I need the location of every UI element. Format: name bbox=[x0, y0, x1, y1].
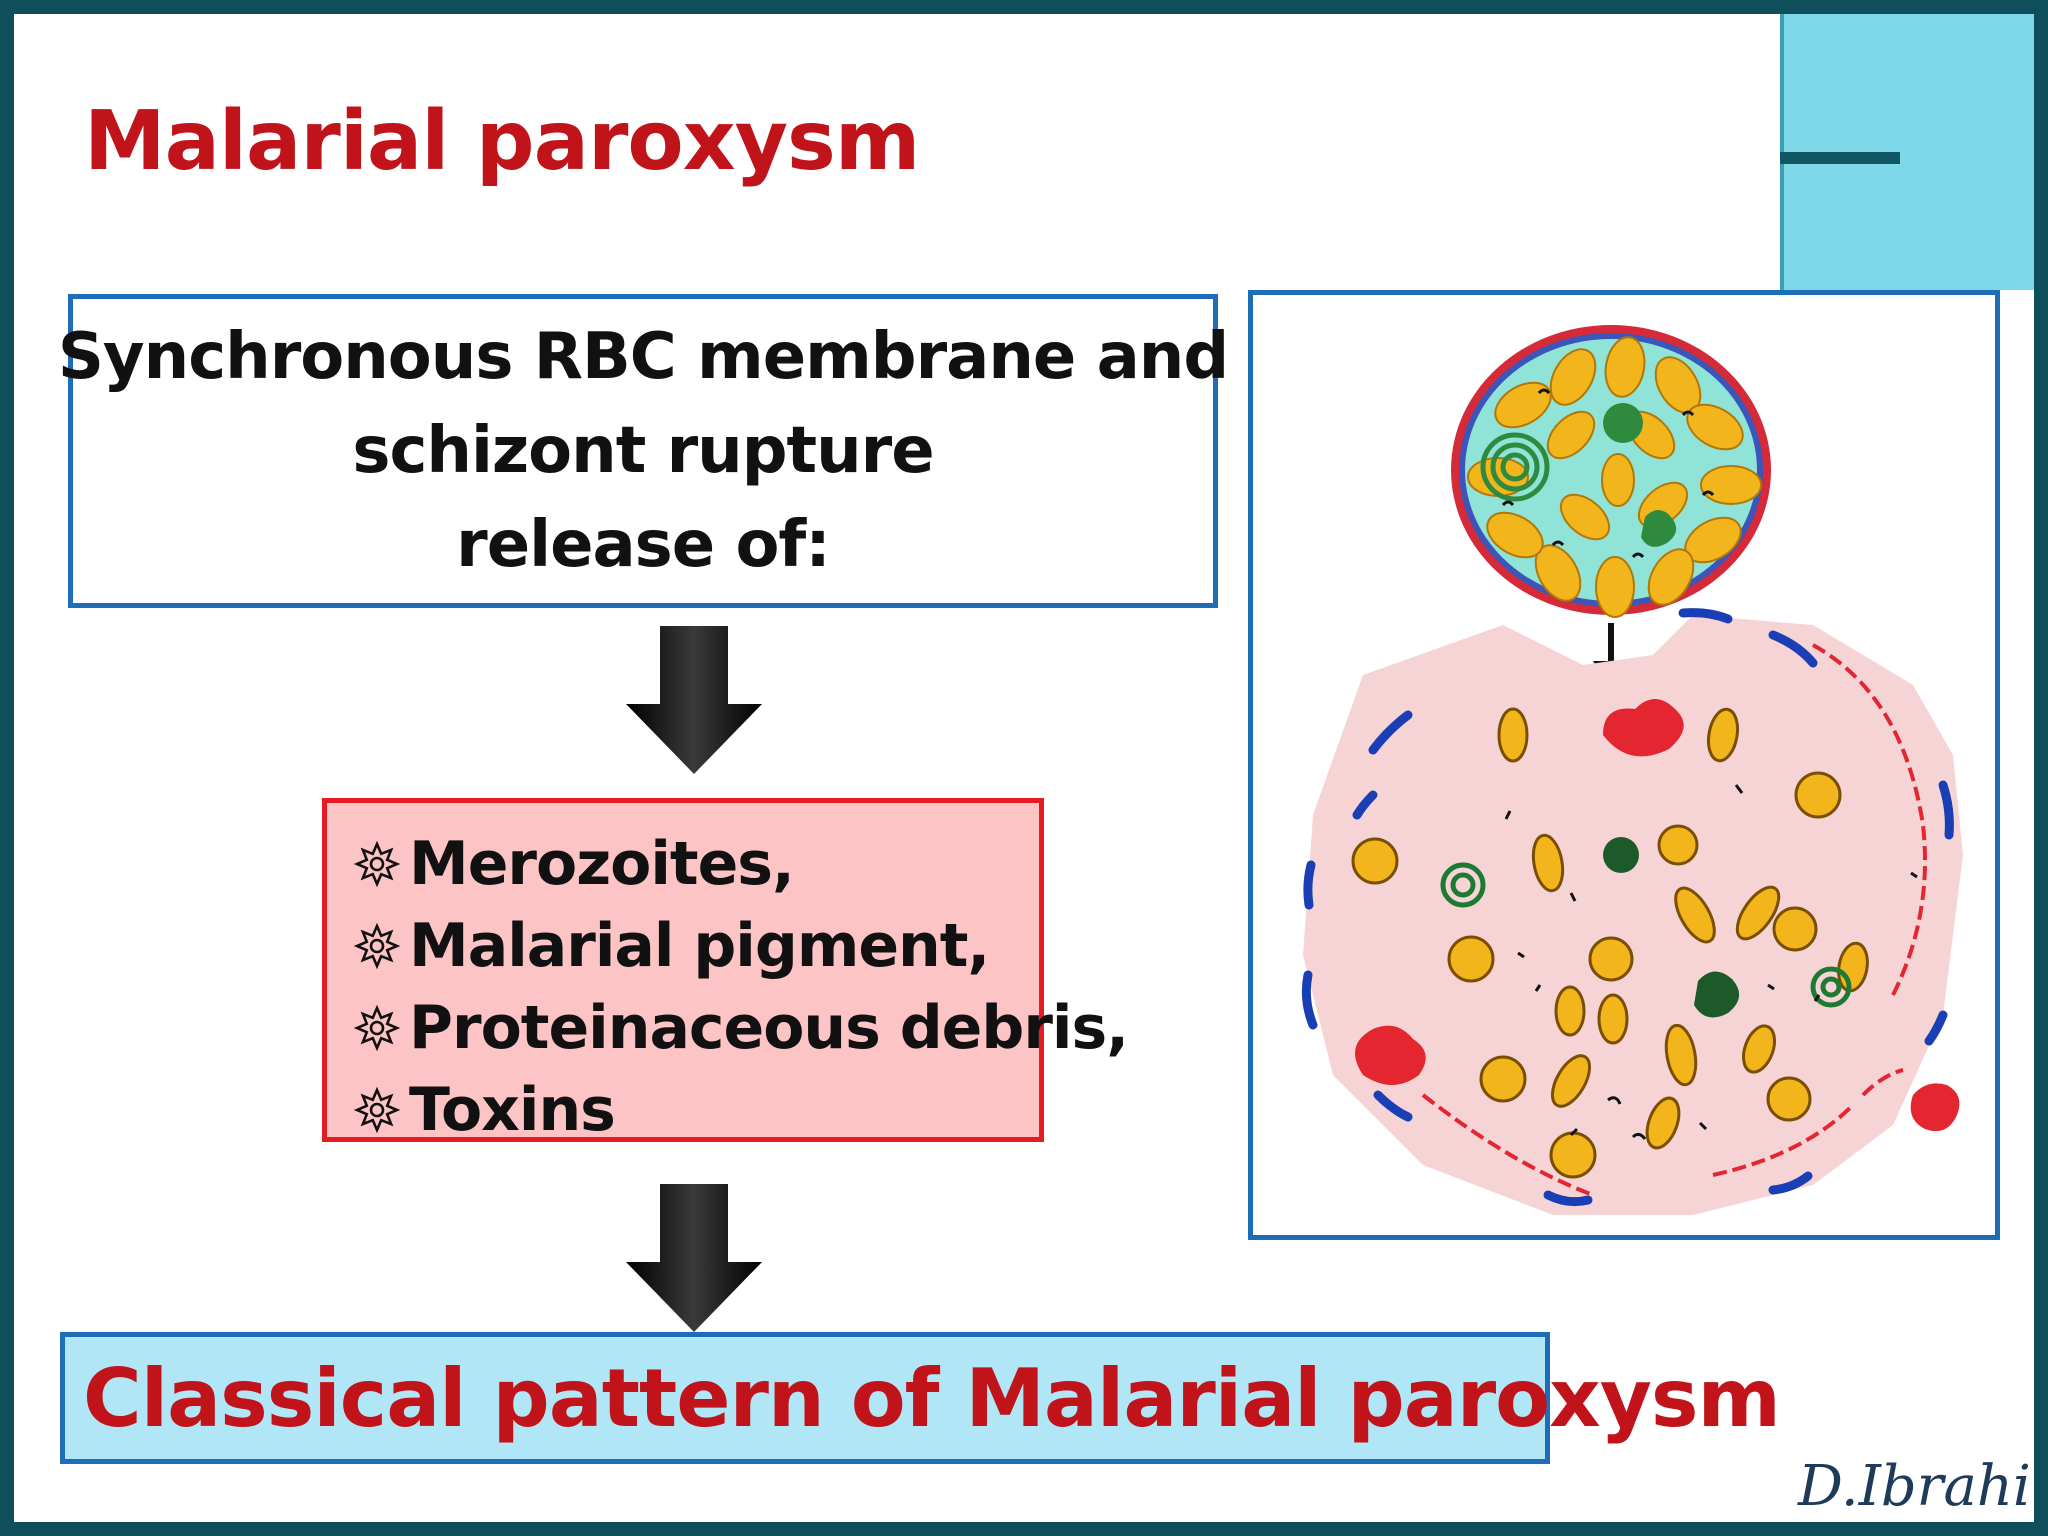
outcome-label: Classical pattern of Malarial paroxysm bbox=[83, 1351, 1781, 1445]
ruptured-cell bbox=[1301, 608, 1963, 1215]
sun-bullet-icon bbox=[353, 1004, 401, 1052]
rupture-drawing bbox=[1301, 325, 1963, 1215]
list-item-label: Merozoites, bbox=[409, 829, 795, 899]
slide-title: Malarial paroxysm bbox=[84, 94, 920, 189]
schizont-rupture-illustration bbox=[1248, 290, 2000, 1240]
list-item-label: Proteinaceous debris, bbox=[409, 993, 1129, 1063]
intact-schizont-cell bbox=[1451, 325, 1771, 618]
sun-bullet-icon bbox=[353, 922, 401, 970]
corner-decoration-bar bbox=[1780, 152, 1900, 164]
sun-bullet-icon bbox=[353, 840, 401, 888]
list-item: Merozoites, bbox=[353, 823, 1039, 905]
down-arrow-icon bbox=[626, 626, 762, 774]
released-items-box: Merozoites, Malarial pigment, Proteinace… bbox=[322, 798, 1129, 1145]
down-arrow-icon bbox=[626, 1184, 762, 1332]
slide: Malarial paroxysm Synchronous RBC membra… bbox=[14, 14, 2034, 1522]
list-item-label: Malarial pigment, bbox=[409, 911, 990, 981]
author-signature: D.Ibrahim bbox=[1798, 1454, 2034, 1519]
list-item-label: Toxins bbox=[409, 1075, 616, 1145]
rupture-box: Synchronous RBC membrane and schizont ru… bbox=[58, 294, 1229, 608]
rupture-line: Synchronous RBC membrane and bbox=[57, 320, 1229, 394]
sun-bullet-icon bbox=[353, 1086, 401, 1134]
outcome-box: Classical pattern of Malarial paroxysm bbox=[60, 1332, 1781, 1464]
rupture-line: schizont rupture bbox=[352, 414, 934, 488]
list-item: Malarial pigment, bbox=[353, 905, 1039, 987]
rupture-line: release of: bbox=[456, 508, 831, 582]
list-item: Proteinaceous debris, bbox=[353, 987, 1129, 1069]
list-item: Toxins bbox=[353, 1069, 1039, 1151]
